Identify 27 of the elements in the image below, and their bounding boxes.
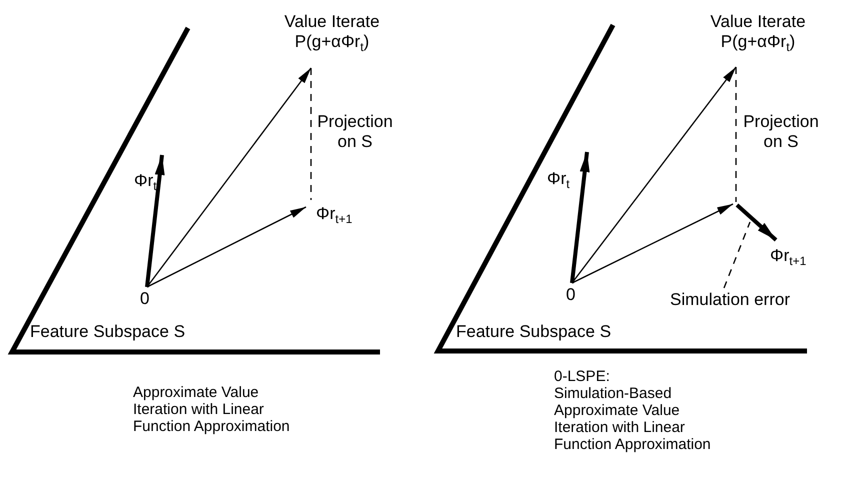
arrow (736, 204, 778, 242)
dashed-line (735, 67, 737, 202)
value-iterate-label: Value Iterate (709, 12, 807, 32)
origin-label: 0 (566, 285, 576, 305)
value-iterate-label: P(g+αΦr$_{t}$) (720, 32, 796, 52)
diagram-caption: Approximate Value Iteration with Linear Function Approximation (133, 384, 291, 435)
subspace-label: Feature Subspace S (30, 322, 186, 342)
vector-label: Φr$_{t+1}$ (316, 204, 354, 224)
diagram-caption: 0-LSPE: Simulation-Based Approximate Value Iteration with Linear Function Approximation (554, 368, 712, 453)
arrow (146, 68, 312, 288)
leader-text: Simulation error (669, 290, 791, 310)
arrow (146, 206, 306, 288)
subspace-label: Feature Subspace S (456, 322, 612, 342)
value-iterate-label: Value Iterate (283, 12, 381, 32)
dashed-line (310, 68, 312, 200)
arrow (571, 66, 737, 284)
value-iterate-label: P(g+αΦr$_{t}$) (294, 32, 370, 52)
vector-label: Φr$_{t}$ (547, 169, 571, 189)
origin-label: 0 (140, 289, 150, 309)
vector-label: Φr$_{t}$ (134, 171, 158, 191)
arrow (570, 152, 590, 284)
leader-line (723, 222, 751, 288)
arrow (145, 154, 165, 288)
projection-label: Projection on S (316, 112, 394, 152)
vector-label: Φr$_{t+1}$ (770, 246, 808, 266)
arrow (572, 203, 734, 284)
projection-label: Projection on S (742, 112, 820, 152)
